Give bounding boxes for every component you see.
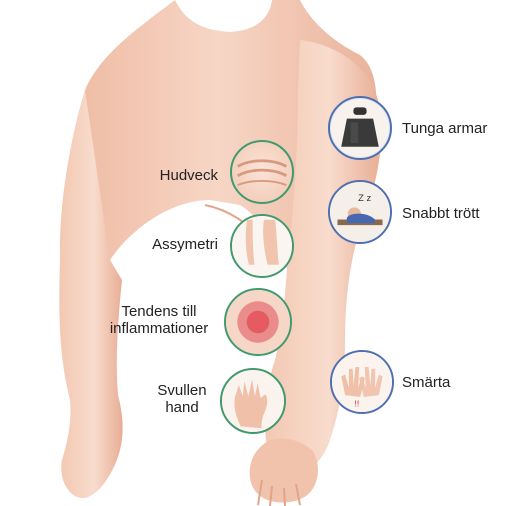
asymmetric-arms-icon bbox=[230, 214, 294, 278]
label-snabbt-trott: Snabbt trött bbox=[402, 205, 507, 222]
label-svullen-line1: Svullen bbox=[150, 382, 214, 399]
label-inflammation-line2: inflammationer bbox=[100, 320, 218, 337]
painful-hands-icon: !! bbox=[330, 350, 394, 414]
label-tunga-armar: Tunga armar bbox=[402, 120, 507, 137]
label-svullen-hand: Svullen hand bbox=[150, 382, 214, 416]
inflamed-skin-icon bbox=[224, 288, 292, 356]
label-smarta: Smärta bbox=[402, 374, 492, 391]
label-hudveck: Hudveck bbox=[126, 167, 218, 184]
label-svullen-line2: hand bbox=[150, 399, 214, 416]
label-assymetri: Assymetri bbox=[118, 236, 218, 253]
label-inflammation: Tendens till inflammationer bbox=[100, 303, 218, 337]
swollen-hand-icon bbox=[220, 368, 286, 434]
svg-text:Z z: Z z bbox=[358, 193, 371, 203]
svg-text:!!: !! bbox=[355, 398, 360, 408]
weight-icon bbox=[328, 96, 392, 160]
label-inflammation-line1: Tendens till bbox=[100, 303, 218, 320]
skin-fold-icon bbox=[230, 140, 294, 204]
tired-person-icon: Z z bbox=[328, 180, 392, 244]
